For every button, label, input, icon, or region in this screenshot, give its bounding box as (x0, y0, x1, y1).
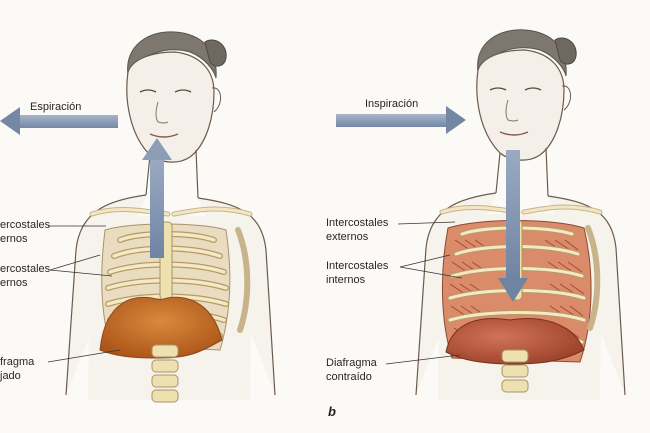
up-arrowhead-icon (142, 138, 172, 160)
down-arrowhead-icon (498, 278, 528, 302)
right-leader-lines (385, 221, 463, 365)
expiration-arrowhead-icon (0, 107, 20, 135)
right-arrows (336, 106, 528, 302)
right-external-intercostal-label-line1: Intercostales (326, 217, 389, 229)
hair-bun-icon (204, 39, 227, 67)
right-internal-intercostal-label-line1: Intercostales (326, 260, 389, 272)
left-external-intercostal-label-line2: ernos (0, 233, 28, 245)
inspiration-horizontal-arrow (336, 114, 448, 127)
left-external-intercostal-label-line1: ercostales (0, 219, 51, 231)
left-diaphragm-label-line2: jado (0, 370, 21, 382)
diaphragm-contracted (445, 318, 585, 365)
right-internal-intercostal-label-line2: internos (326, 274, 366, 286)
right-external-intercostal-label-line2: externos (326, 231, 369, 243)
expiration-arrow-label: Espiración (30, 101, 82, 113)
left-diaphragm-label-line1: fragma (0, 356, 35, 368)
inspiration-arrow-label: Inspiración (365, 98, 419, 110)
right-diaphragm-label-line2: contraído (326, 371, 372, 383)
expiration-vertical-arrow (150, 158, 164, 258)
diaphragm-relaxed (99, 296, 223, 359)
inspiration-arrowhead-icon (446, 106, 466, 134)
expiration-horizontal-arrow (10, 115, 118, 128)
left-leader-lines (47, 225, 121, 363)
panel-letter-b: b (328, 404, 336, 419)
left-arrows (0, 107, 172, 258)
left-internal-intercostal-label-line1: ercostales (0, 263, 51, 275)
left-figure (65, 31, 276, 403)
hair-bun-icon (554, 37, 577, 65)
right-diaphragm-label-line1: Diafragma (326, 357, 377, 369)
right-figure (415, 29, 626, 400)
left-internal-intercostal-label-line2: ernos (0, 277, 28, 289)
inspiration-vertical-arrow (506, 150, 520, 280)
